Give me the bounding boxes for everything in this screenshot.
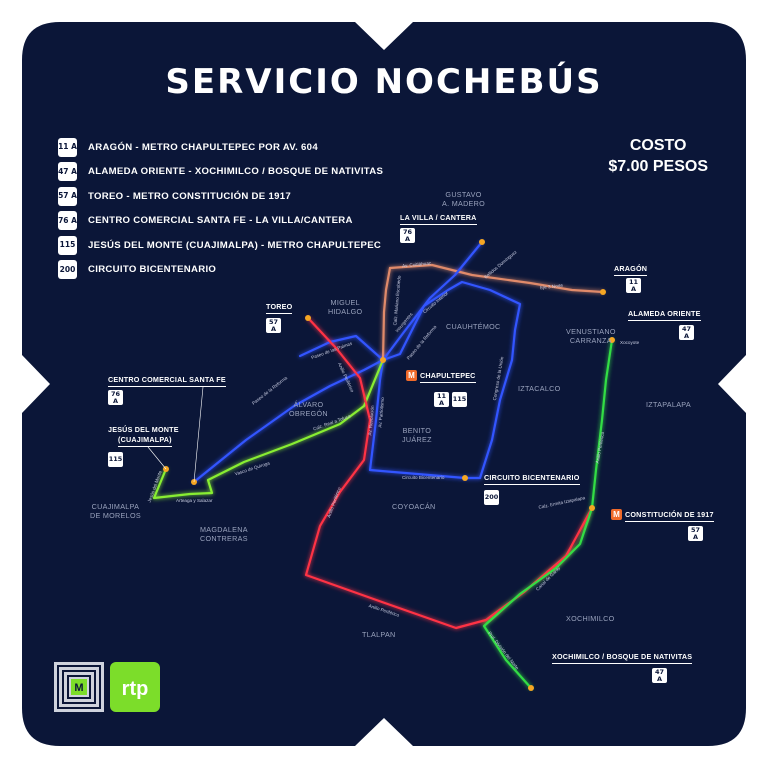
route-badge-xochimilco: 47 A — [652, 668, 667, 683]
legend-label: ALAMEDA ORIENTE - XOCHIMILCO / BOSQUE DE… — [88, 166, 384, 178]
terminal-dot-constitucion[interactable] — [589, 505, 595, 511]
route-badge: 47 A — [58, 162, 77, 182]
district-alvaro-obregon: ÁLVARO OBREGÓN — [289, 400, 328, 418]
route-badge: 57 A — [58, 186, 77, 206]
route-badge: 115 — [58, 235, 77, 255]
street-label: Arteaga y Salazar — [176, 498, 213, 503]
street-label: Circuito Bicentenario — [402, 475, 445, 480]
metro-icon: M — [611, 509, 622, 520]
terminal-dot-chapultepec[interactable] — [380, 357, 386, 363]
terminal-dot-xochimilco[interactable] — [528, 685, 534, 691]
leader-jesus-monte — [147, 446, 167, 470]
leader-santa-fe — [193, 386, 204, 483]
district-iztacalco: IZTACALCO — [518, 384, 561, 393]
district-gustavo-madero: GUSTAVO A. MADERO — [442, 190, 486, 208]
terminal-dot-toreo[interactable] — [305, 315, 311, 321]
terminal-label-santa-fe[interactable]: CENTRO COMERCIAL SANTA FE — [108, 375, 226, 387]
district-benito-juarez: BENITO JUÁREZ — [402, 426, 432, 444]
fare-box: COSTO $7.00 PESOS — [608, 135, 708, 177]
legend-item-115[interactable]: 115 JESÚS DEL MONTE (CUAJIMALPA) - METRO… — [58, 233, 383, 258]
terminal-label-constitucion[interactable]: CONSTITUCIÓN DE 1917 — [625, 510, 714, 522]
route-legend: 11 A ARAGÓN - METRO CHAPULTEPEC POR AV. … — [58, 135, 383, 282]
route-badge: 76 A — [58, 211, 77, 231]
legend-label: JESÚS DEL MONTE (CUAJIMALPA) - METRO CHA… — [88, 239, 382, 251]
fare-heading: COSTO — [629, 137, 687, 154]
route-badge-chapultepec-115: 115 — [452, 392, 467, 407]
district-magdalena-contreras: MAGDALENA CONTRERAS — [200, 525, 248, 543]
rtp-logo: rtp — [110, 662, 160, 712]
legend-label: CENTRO COMERCIAL SANTA FE - LA VILLA/CAN… — [88, 215, 353, 227]
terminal-label-jesus-monte-sub: (CUAJIMALPA) — [118, 435, 172, 447]
route-badge-la-villa: 76 A — [400, 228, 415, 243]
terminal-dot-alameda[interactable] — [609, 337, 615, 343]
terminal-dot-aragon[interactable] — [600, 289, 606, 295]
route-115-path — [152, 358, 385, 500]
terminal-label-toreo[interactable]: TOREO — [266, 302, 293, 314]
legend-item-11a[interactable]: 11 A ARAGÓN - METRO CHAPULTEPEC POR AV. … — [58, 135, 383, 160]
route-76A-path — [192, 280, 522, 484]
metro-logo: M — [54, 662, 104, 712]
route-badge-alameda: 47 A — [679, 325, 694, 340]
route-badge-chapultepec-11a: 11 A — [434, 392, 449, 407]
route-badge-toreo: 57 A — [266, 318, 281, 333]
district-xochimilco: XOCHIMILCO — [566, 614, 615, 623]
terminal-label-chapultepec[interactable]: CHAPULTEPEC — [420, 371, 476, 383]
route-badge-aragon: 11 A — [626, 278, 641, 293]
terminal-label-alameda[interactable]: ALAMEDA ORIENTE — [628, 309, 701, 321]
route-orange-path — [388, 263, 605, 294]
district-cuauhtemoc: CUAUHTÉMOC — [446, 322, 501, 331]
terminal-dot-la-villa[interactable] — [479, 239, 485, 245]
route-76A-west-path — [298, 334, 385, 362]
rtp-logo-text: rtp — [122, 678, 149, 700]
district-tlalpan: TLALPAN — [362, 630, 396, 639]
route-orange-down-path — [381, 266, 392, 362]
terminal-label-jesus-monte[interactable]: JESÚS DEL MONTE — [108, 425, 179, 434]
district-venustiano-carranza: VENUSTIANO CARRANZA — [566, 327, 616, 345]
terminal-label-xochimilco[interactable]: XOCHIMILCO / BOSQUE DE NATIVITAS — [552, 652, 693, 664]
terminal-label-aragon[interactable]: ARAGÓN — [614, 264, 648, 276]
map-background — [22, 22, 746, 746]
legend-label: ARAGÓN - METRO CHAPULTEPEC POR AV. 604 — [88, 141, 318, 153]
route-11A-path — [381, 240, 484, 362]
legend-item-57a[interactable]: 57 A TOREO - METRO CONSTITUCIÓN DE 1917 — [58, 184, 383, 209]
route-badge-santa-fe: 76 A — [108, 390, 123, 405]
district-cuajimalpa: CUAJIMALPA DE MORELOS — [90, 502, 141, 520]
metro-icon: M — [406, 370, 417, 381]
legend-label: TOREO - METRO CONSTITUCIÓN DE 1917 — [88, 190, 291, 202]
route-badge: 11 A — [58, 137, 77, 157]
route-badge-jesus-monte: 115 — [108, 452, 123, 467]
district-iztapalapa: IZTAPALAPA — [646, 400, 691, 409]
legend-item-76a[interactable]: 76 A CENTRO COMERCIAL SANTA FE - LA VILL… — [58, 209, 383, 234]
district-coyoacan: COYOACÁN — [392, 502, 436, 511]
map-title: SERVICIO NOCHEBÚS — [165, 62, 603, 102]
route-badge: 200 — [58, 260, 77, 280]
svg-text:M: M — [74, 682, 83, 694]
route-badge-constitucion: 57 A — [688, 526, 703, 541]
legend-label: CIRCUITO BICENTENARIO — [88, 264, 217, 276]
district-miguel-hidalgo: MIGUEL HIDALGO — [328, 298, 363, 316]
terminal-dot-circuito[interactable] — [462, 475, 468, 481]
legend-item-47a[interactable]: 47 A ALAMEDA ORIENTE - XOCHIMILCO / BOSQ… — [58, 160, 383, 185]
route-47A-path — [482, 338, 614, 690]
street-label: Xocoyote — [620, 340, 640, 345]
terminal-label-circuito[interactable]: CIRCUITO BICENTENARIO — [484, 473, 580, 485]
terminal-label-la-villa[interactable]: LA VILLA / CANTERA — [400, 213, 477, 225]
route-badge-circuito: 200 — [484, 490, 499, 505]
legend-item-200[interactable]: 200 CIRCUITO BICENTENARIO — [58, 258, 383, 283]
fare-amount: $7.00 PESOS — [608, 158, 708, 175]
